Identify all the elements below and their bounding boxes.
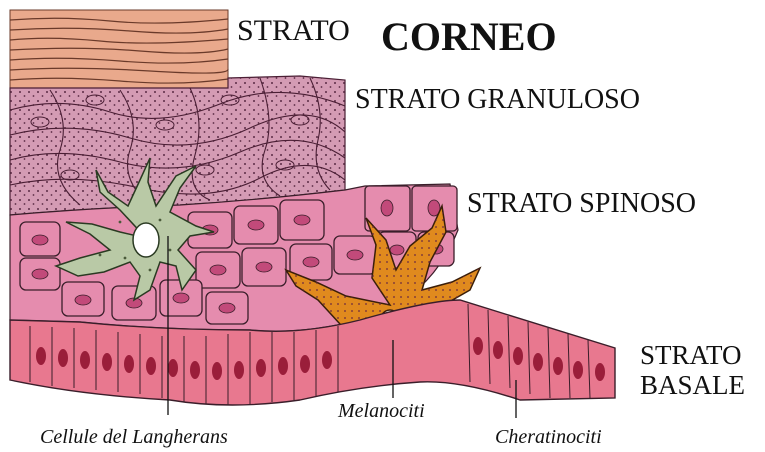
label-strato-basale-line1: STRATO — [640, 340, 742, 370]
stratum-corneum — [10, 10, 228, 88]
label-cheratinociti: Cheratinociti — [495, 426, 602, 448]
label-strato-granuloso: STRATO GRANULOSO — [355, 84, 640, 115]
label-strato-corneo-prefix: STRATO — [237, 14, 350, 47]
label-langherans: Cellule del Langherans — [40, 426, 228, 448]
label-strato-corneo-overlay: CORNEO — [381, 14, 557, 59]
label-strato-basale-line2: BASALE — [640, 370, 745, 400]
label-strato-spinoso: STRATO SPINOSO — [467, 188, 696, 219]
label-melanociti: Melanociti — [337, 400, 425, 422]
